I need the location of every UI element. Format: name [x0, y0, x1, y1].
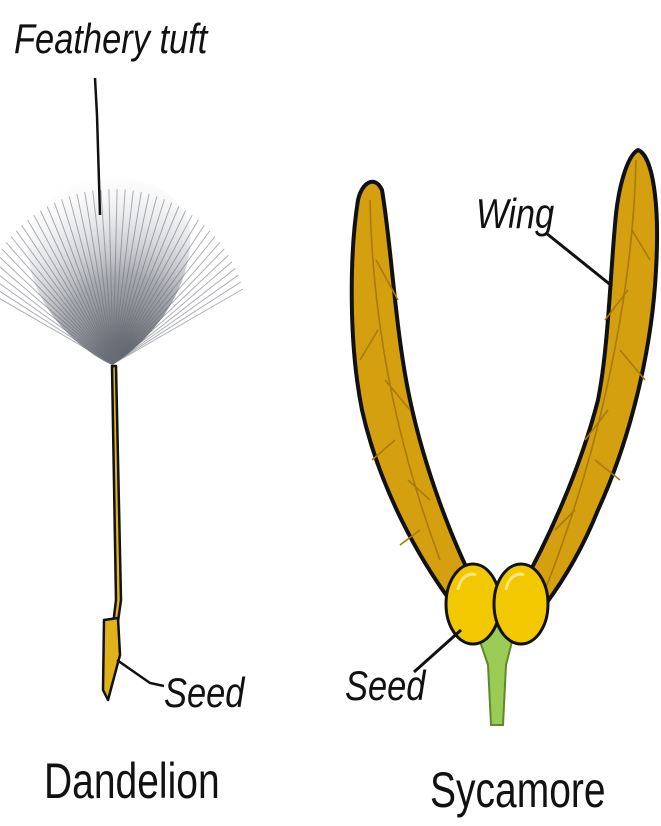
wing-leader-line	[546, 233, 612, 286]
wing-label: Wing	[476, 193, 554, 235]
dandelion-seed-body	[103, 618, 120, 700]
right-sycamore-seed	[494, 564, 548, 644]
feathery-tuft	[0, 178, 243, 365]
left-sycamore-seed	[446, 564, 500, 644]
dandelion-title: Dandelion	[44, 756, 220, 806]
left-wing	[352, 182, 475, 603]
dandelion-seed	[0, 78, 243, 700]
feathery-tuft-label: Feathery tuft	[14, 18, 207, 60]
dandelion-stalk	[110, 366, 121, 650]
dandelion-seed-label: Seed	[164, 672, 244, 714]
dandelion-seed-leader-line	[117, 660, 164, 686]
sycamore-title: Sycamore	[430, 765, 606, 815]
sycamore-seed-label: Seed	[345, 665, 425, 707]
